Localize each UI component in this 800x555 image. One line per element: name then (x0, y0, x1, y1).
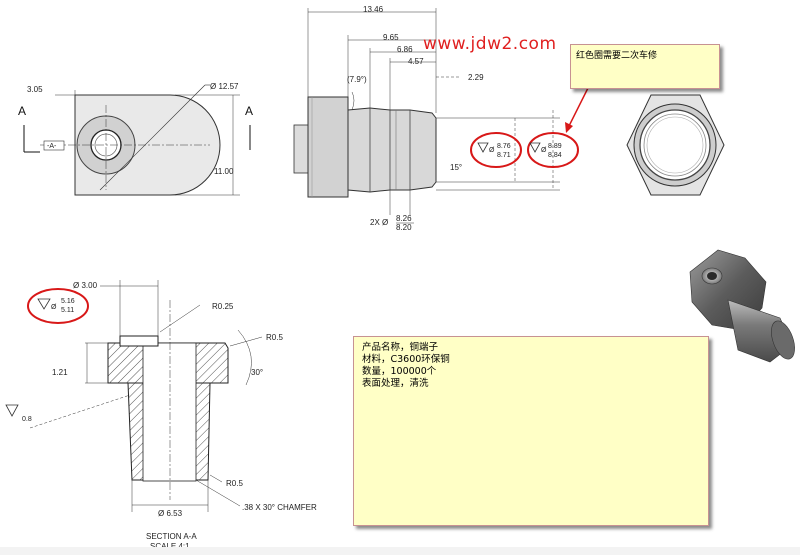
phi-symbol-1: Ø (489, 147, 495, 154)
dim-5-16: 5.16 (61, 298, 75, 305)
dim-dia-12-57: Ø 12.57 (210, 82, 239, 91)
dim-8-71: 8.71 (497, 152, 511, 159)
footer-strip (0, 547, 800, 555)
note-top: 红色圈需要二次车修 (570, 44, 720, 89)
dim-9-65: 9.65 (383, 33, 399, 42)
dim-2x-dia: 2X Ø (370, 218, 388, 227)
dim-6-86: 6.86 (397, 45, 413, 54)
dim-8-76: 8.76 (497, 143, 511, 150)
dim-angle-7-9: (7.9°) (347, 75, 367, 84)
dim-dia-3-00: Ø 3.00 (73, 281, 98, 290)
dim-angle-15: 15° (450, 163, 462, 172)
dim-8-26: 8.26 (396, 214, 412, 223)
finish-0-8: 0.8 (22, 416, 32, 423)
dim-8-20: 8.20 (396, 223, 412, 232)
section-title: SECTION A-A (146, 532, 197, 541)
note-line-surface: 表面处理，清洗 (362, 378, 429, 389)
section-marker-right: A (245, 104, 253, 118)
dim-4-57: 4.57 (408, 57, 424, 66)
note-top-text: 红色圈需要二次车修 (576, 51, 658, 61)
dim-chamfer: .38 X 30° CHAMFER (242, 503, 317, 512)
dim-13-46: 13.46 (363, 5, 384, 14)
note-line-product: 产品名称，铜端子 (362, 342, 439, 353)
note-line-quantity: 数量，100000个 (362, 366, 437, 377)
tolerance-callout-3: Ø 5.16 5.11 (27, 288, 89, 324)
section-marker-left: A (18, 104, 26, 118)
note-main: 产品名称，铜端子 材料，C3600环保铜 数量，100000个 表面处理，清洗 (353, 336, 709, 526)
front-view: Ø 12.57 3.05 A A -A- 11.00 (18, 82, 253, 196)
dim-1-21: 1.21 (52, 368, 68, 377)
side-view: 13.46 9.65 6.86 4.57 2.29 (7.9°) 15° 2X … (293, 5, 560, 232)
section-scale: SCALE 4:1 (150, 542, 190, 551)
phi-symbol-2: Ø (541, 147, 547, 154)
dim-r0-5-top: R0.5 (266, 333, 283, 342)
dim-8-84: 8.84 (548, 152, 562, 159)
dim-r0-5-bottom: R0.5 (226, 479, 243, 488)
tolerance-callout-1: Ø 8.76 8.71 (470, 132, 522, 168)
datum-a: -A- (47, 143, 57, 150)
dim-3-05: 3.05 (27, 85, 43, 94)
dim-11-00: 11.00 (214, 167, 234, 176)
dim-angle-30: 30° (251, 368, 263, 377)
watermark-text: www.jdw2.com (423, 34, 557, 54)
section-view: Ø 3.00 R0.25 R0.5 1.21 30° 0.8 R0.5 Ø 6.… (5, 280, 317, 551)
dim-5-11: 5.11 (61, 307, 74, 314)
dim-2-29: 2.29 (468, 73, 484, 82)
end-view (626, 94, 725, 196)
dim-8-89: 8.89 (548, 143, 562, 150)
dim-r0-25: R0.25 (212, 302, 234, 311)
phi-symbol-3: Ø (51, 304, 57, 311)
part-render (689, 249, 795, 363)
note-line-material: 材料，C3600环保铜 (362, 354, 450, 365)
tolerance-callout-2: Ø 8.89 8.84 (527, 132, 579, 168)
dim-dia-6-53: Ø 6.53 (158, 509, 183, 518)
